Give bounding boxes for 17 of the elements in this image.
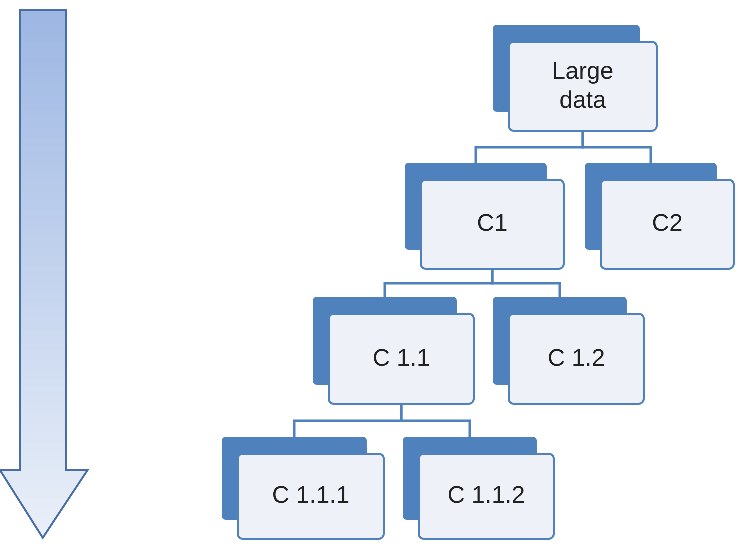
node-label: C2 bbox=[651, 209, 684, 240]
hierarchy-node bbox=[493, 297, 645, 405]
hierarchy-node bbox=[403, 437, 555, 540]
hierarchy-node bbox=[405, 163, 565, 270]
node-label: Large data bbox=[551, 56, 615, 116]
hierarchy-node bbox=[313, 297, 475, 405]
hierarchy-node bbox=[493, 25, 658, 132]
hierarchy-node bbox=[222, 437, 385, 540]
connector-line bbox=[400, 405, 472, 437]
node-label: C 1.1.2 bbox=[446, 481, 526, 512]
connector-line bbox=[491, 270, 562, 297]
node-label: C1 bbox=[476, 209, 509, 240]
connector-line bbox=[582, 132, 652, 163]
node-label: C 1.2 bbox=[546, 344, 606, 374]
node-label: C 1.1 bbox=[372, 344, 432, 374]
hierarchy-node bbox=[585, 163, 735, 270]
node-label: C 1.1.1 bbox=[271, 481, 351, 512]
